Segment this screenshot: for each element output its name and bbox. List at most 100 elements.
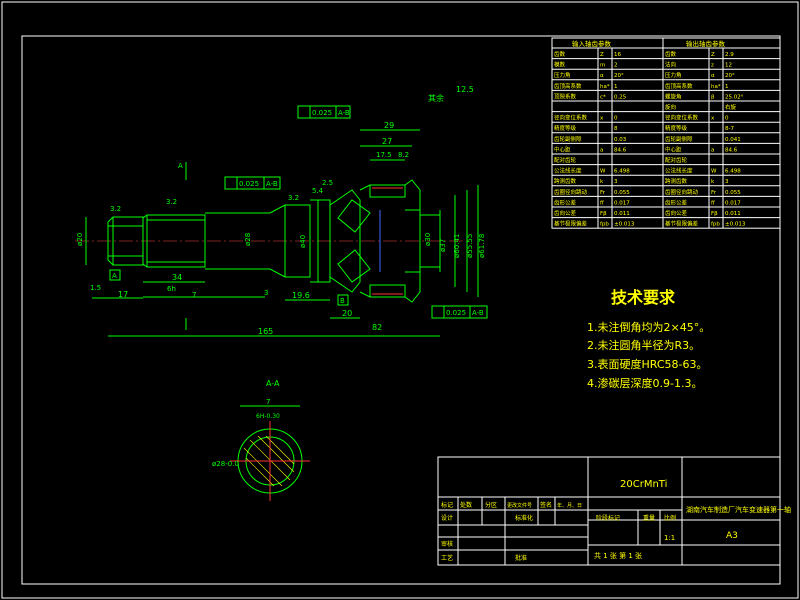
dim-phi28: ø28 xyxy=(244,233,252,246)
part-name: 湖南汽车制造厂汽车变速器第一轴 xyxy=(686,505,791,514)
gear-teeth-bottom xyxy=(369,284,406,298)
gear-table-cell: α xyxy=(711,73,715,79)
gear-table-cell: 1 xyxy=(725,84,729,90)
sheet-size: A3 xyxy=(726,531,738,541)
dim-2-5: 2.5 xyxy=(322,179,333,187)
section-dim-phi: ø28-0.0 xyxy=(212,460,239,468)
dim-165: 165 xyxy=(258,327,273,336)
gear-table-cell: m xyxy=(600,63,605,69)
gear-table-cell: 基节极限偏差 xyxy=(554,220,588,228)
gear-table-cell: 齿轮副侧隙 xyxy=(554,135,582,143)
tech-req-item-3: 3.表面硬度HRC58-63。 xyxy=(587,357,708,371)
dimensions: 165 17 1.5 34 19.6 20 29 27 17.5 8.2 5.4… xyxy=(76,85,486,337)
gear-table-cell: 齿轮副侧隙 xyxy=(665,135,693,143)
tolerance-frame-3: 0.025 A-B xyxy=(431,305,488,319)
gear-table-cell: 8 xyxy=(614,126,618,132)
gear-table-cell: 齿形公差 xyxy=(554,198,577,206)
tol-1-value: 0.025 xyxy=(312,109,332,117)
tech-req-item-1: 1.未注倒角均为2×45°。 xyxy=(587,320,710,334)
cell-zone: 分区 xyxy=(485,501,497,509)
gear-bore xyxy=(405,209,421,273)
gear-table-cell: 齿顶高系数 xyxy=(665,82,693,90)
gear-table-cell: ff xyxy=(711,200,715,206)
gear-table-cell: 12 xyxy=(725,63,732,69)
shaft-body xyxy=(205,204,311,278)
tech-req-title: 技术要求 xyxy=(611,288,676,307)
gear-table-cell: 0.011 xyxy=(725,211,741,217)
gear-table-cell: 齿向公差 xyxy=(665,209,688,217)
gear-table-cell: 0.017 xyxy=(725,200,741,206)
gear-table-cell: 公法线长度 xyxy=(554,167,582,175)
sheet-info: 共 1 张 第 1 张 xyxy=(594,551,642,560)
gear-table-cell: 法向 xyxy=(665,61,676,69)
section-spline-ref: 6H-0.30 xyxy=(256,413,280,420)
gear-table-cell: Fβ xyxy=(711,211,718,217)
gear-table-cell: 0.055 xyxy=(725,190,741,196)
gear-table-cell: 跨测齿数 xyxy=(554,177,577,185)
gear-table-cell: x xyxy=(711,116,715,122)
tech-req-item-2: 2.未注圆角半径为R3。 xyxy=(587,338,700,352)
dim-3: 3 xyxy=(264,289,268,297)
gear-table-cell: 20° xyxy=(614,73,624,79)
gear-table-cell: 中心距 xyxy=(554,145,571,153)
surface-mark-3: 12.5 xyxy=(456,85,474,94)
gear-table-cell: 径向变位系数 xyxy=(554,114,588,122)
gear-table-cell: Z xyxy=(711,52,715,58)
gear-table-cell: 齿数 xyxy=(665,50,677,58)
gear-table-cell: ha* xyxy=(711,84,721,90)
datum-b-label: B xyxy=(340,297,345,305)
dim-29: 29 xyxy=(384,121,394,130)
gear-table-cell: Fr xyxy=(711,190,717,196)
gear-table-cell: 压力角 xyxy=(554,71,571,79)
cell-designer: 设计 xyxy=(441,514,453,522)
gear-table-cell: 0.25 xyxy=(614,94,627,100)
gear-table-cell: 0.011 xyxy=(614,211,630,217)
cell-stage-mark: 阶段标记 xyxy=(596,514,620,522)
gear-table-cell: 2 xyxy=(614,63,618,69)
cell-review: 审核 xyxy=(441,540,453,548)
cell-standardize: 标准化 xyxy=(515,514,533,522)
cell-weight: 重量 xyxy=(643,514,655,522)
gear-table-cell: 20° xyxy=(725,73,735,79)
gear-table-cell: 齿圈径向跳动 xyxy=(554,188,588,196)
gear-table-cell: 齿向公差 xyxy=(554,209,577,217)
dim-19-6: 19.6 xyxy=(292,291,310,300)
gear-table-cell: W xyxy=(711,169,717,175)
gear-table-cell: 0.03 xyxy=(614,137,627,143)
cell-approve: 批准 xyxy=(515,554,527,562)
dim-phi60: ø60.41 xyxy=(453,234,461,258)
tol-3-value: 0.025 xyxy=(446,309,466,317)
material: 20CrMnTi xyxy=(620,479,667,490)
gear-table-cell: 0 xyxy=(614,116,618,122)
gear-table-cell: c* xyxy=(600,94,606,100)
dim-5-4: 5.4 xyxy=(312,187,324,195)
gear-table-cell: 右旋 xyxy=(725,103,737,111)
gear-table-right-title: 输出轴齿参数 xyxy=(686,39,726,48)
gear-table-cell: 旋向 xyxy=(665,103,676,111)
gear-tooth-upper xyxy=(337,199,371,233)
dim-phi55: ø55.55 xyxy=(466,234,474,258)
dim-phi37: ø37 xyxy=(439,239,447,252)
dim-27: 27 xyxy=(382,137,392,146)
drawing-border xyxy=(21,35,781,585)
gear-table-cell: 径向变位系数 xyxy=(665,114,699,122)
gear-table-cell: ±0.013 xyxy=(614,222,635,228)
gear-table-cell: 顶隙系数 xyxy=(554,92,577,100)
dim-20: 20 xyxy=(342,309,352,318)
section-a-a: A-A 7 ø28-0.0 6H-0.30 xyxy=(212,379,310,501)
dim-phi30: ø30 xyxy=(424,233,432,246)
gear-table-cell: 基节极限偏差 xyxy=(665,220,699,228)
gear-table-cell: Z xyxy=(600,52,604,58)
gear-table-cell: 6.498 xyxy=(614,169,630,175)
scale: 1:1 xyxy=(664,534,675,542)
gear-table-cell: 配对齿轮 xyxy=(665,156,688,164)
gear-table-cell: 模数 xyxy=(554,61,566,69)
gear-table-cell: W xyxy=(600,169,606,175)
gear-table-cell: 中心距 xyxy=(665,145,682,153)
gear-table-cell: 精度等级 xyxy=(665,124,688,132)
surface-mark-2: 3.2 xyxy=(166,198,177,206)
gear-table-cell: Fβ xyxy=(600,211,607,217)
